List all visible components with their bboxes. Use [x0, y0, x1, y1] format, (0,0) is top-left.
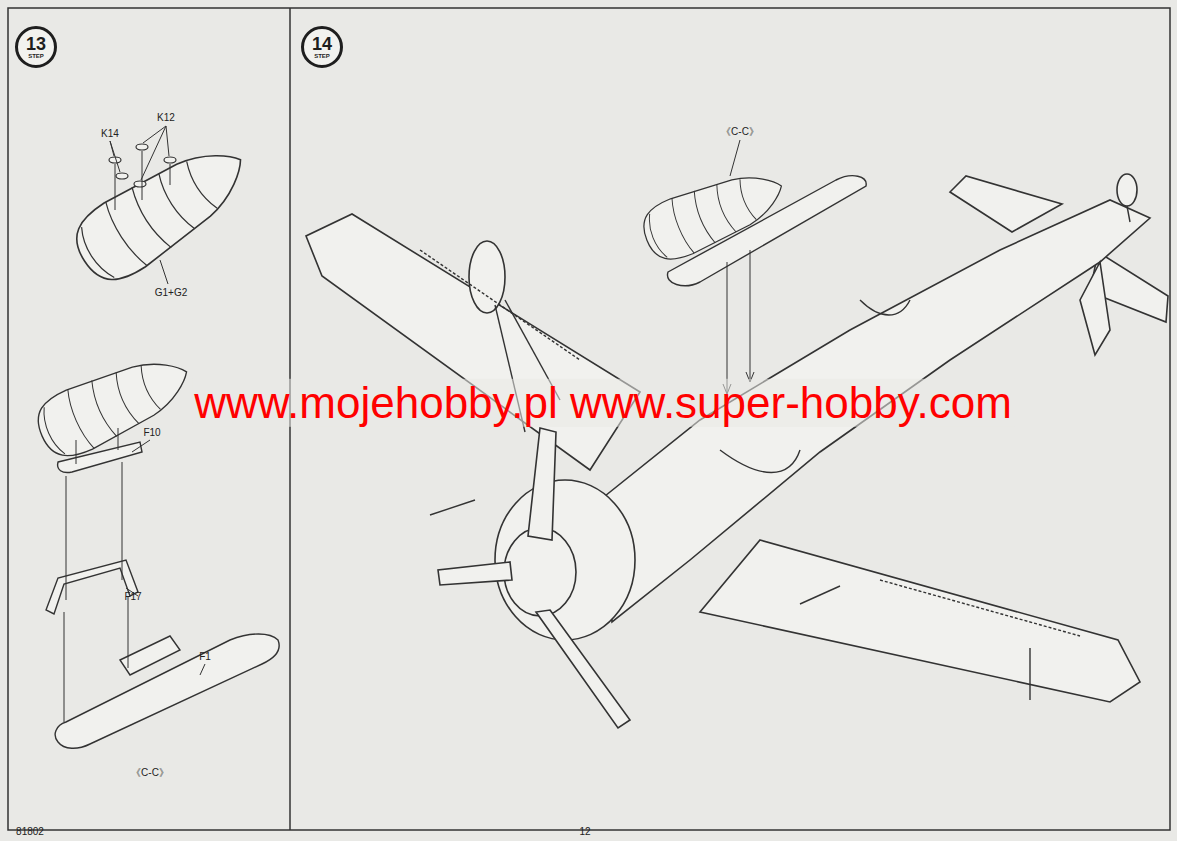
step-number: 13 [26, 35, 46, 53]
bracket-part [46, 442, 279, 748]
part-number: F17 [124, 591, 141, 602]
step-badge: 14STEP [301, 26, 343, 68]
pylon [667, 176, 866, 286]
view-reference: 《C-C》 [721, 126, 759, 137]
step-number: 14 [312, 35, 332, 53]
page-number: 12 [579, 826, 590, 837]
part-number: K14 [101, 128, 119, 139]
view-reference: 《C-C》 [131, 767, 169, 778]
page-frame [8, 8, 1170, 830]
part-number: G1+G2 [155, 287, 188, 298]
step-word: STEP [28, 53, 44, 59]
watermark: www.mojehobby.pl www.super-hobby.com [192, 379, 1014, 427]
leader-lines [110, 126, 170, 284]
part-number: F1 [199, 651, 211, 662]
aircraft [306, 174, 1168, 728]
drop-tank [64, 128, 261, 293]
drop-tank [29, 342, 200, 465]
assembly-lines [723, 140, 754, 394]
aircraft-details [420, 206, 1130, 700]
step-badge: 13STEP [15, 26, 57, 68]
part-number: K12 [157, 112, 175, 123]
kit-number: 81802 [16, 826, 44, 837]
step-word: STEP [314, 53, 330, 59]
assembly-lines [64, 428, 205, 722]
part-number: F10 [143, 427, 160, 438]
